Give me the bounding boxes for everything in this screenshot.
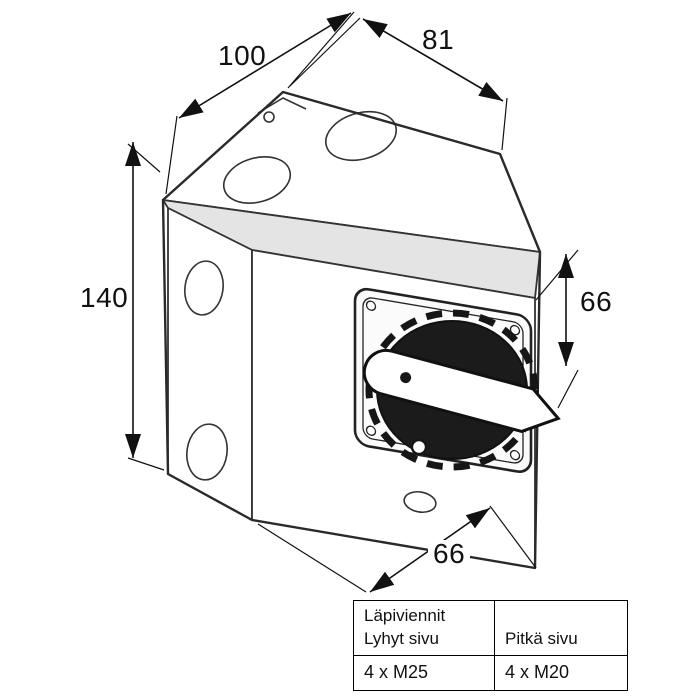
knob-padlock-hole (410, 438, 428, 456)
dimension-line-top-depth (362, 18, 504, 102)
plate-screw-top-right (509, 324, 521, 336)
plate-screw-bottom-left (365, 425, 377, 436)
table-value-long-side: 4 x M20 (494, 654, 628, 691)
top-knockout-right (325, 110, 397, 162)
dimension-label-bottom-depth: 66 (428, 540, 471, 568)
table-header-long-side-label: Pitkä sivu (505, 628, 578, 648)
dimension-label-height: 140 (80, 282, 129, 313)
plate-screw-top-left (365, 300, 377, 311)
table-value-short-side: 4 x M25 (353, 654, 495, 691)
dimension-line-top-width (178, 12, 352, 119)
table-header-short-side: Läpiviennit Lyhyt sivu (353, 600, 495, 656)
dimension-label-top-width: 100 (218, 40, 267, 71)
table-header-short-side-label: Lyhyt sivu (364, 628, 439, 648)
dimension-label-handle-height: 66 (580, 286, 613, 317)
side-knockout-upper (184, 260, 224, 316)
plate-screw-bottom-right (509, 449, 521, 461)
table-header-long-side: Pitkä sivu (494, 600, 628, 656)
knob-handle-dot (400, 372, 412, 384)
cable-entry-table: Läpiviennit Lyhyt sivu Pitkä sivu 4 x M2… (353, 600, 628, 691)
knob-handle-bar (362, 348, 561, 434)
table-title: Läpiviennit (364, 606, 446, 625)
enclosure-left-face (167, 207, 253, 521)
rotary-knob (362, 309, 561, 471)
side-knockout-lower (186, 423, 228, 481)
top-knockout-left (222, 156, 292, 204)
dimension-label-top-depth: 81 (422, 24, 455, 55)
knob-handle (362, 348, 561, 434)
